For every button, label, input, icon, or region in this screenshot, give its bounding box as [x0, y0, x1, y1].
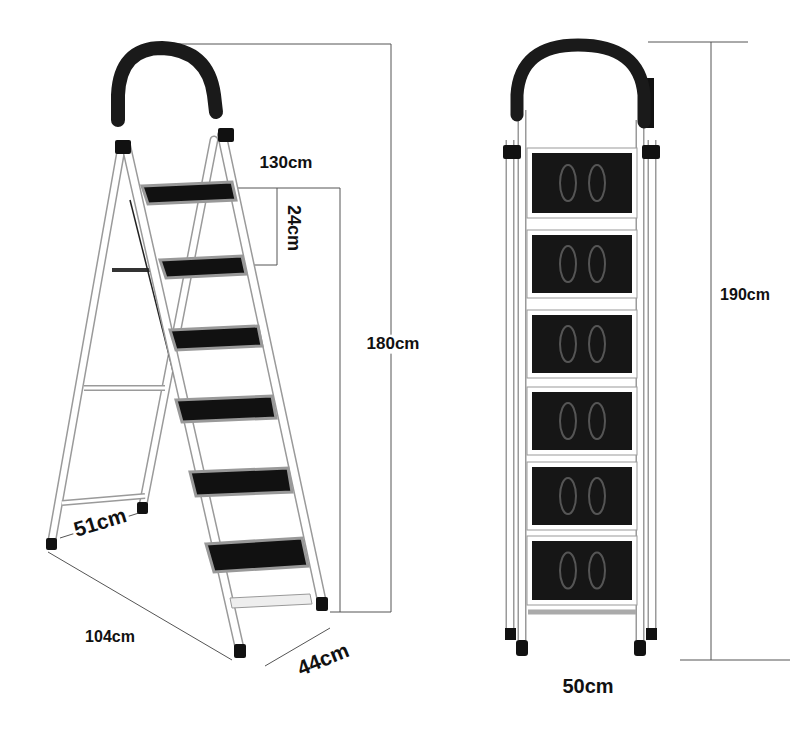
footprint: [560, 403, 576, 439]
footprint: [560, 478, 576, 514]
step-tread: [532, 541, 632, 600]
side-view-ladder: [46, 48, 328, 658]
dimension-label: 180cm: [365, 335, 422, 354]
step-tread: [532, 392, 632, 450]
footprint: [589, 478, 605, 514]
step-frame: [527, 148, 637, 218]
dimension-lines: [48, 42, 790, 666]
dimension-label: 190cm: [718, 286, 772, 304]
footprint: [560, 246, 576, 282]
step-frame: [527, 230, 637, 298]
step-tread: [532, 153, 632, 213]
front-view-ladder: [503, 45, 660, 656]
footprint: [560, 165, 576, 201]
step-frame: [527, 310, 637, 378]
dimension-label: 104cm: [83, 628, 137, 646]
step-tread: [532, 467, 632, 525]
dimension-label: 51cm: [69, 503, 131, 542]
dimension-label: 130cm: [258, 154, 315, 173]
footprint: [560, 553, 576, 589]
dimension-label: 44cm: [292, 637, 354, 680]
dimension-label: 50cm: [560, 675, 615, 697]
footprint: [589, 326, 605, 362]
step-frame: [527, 387, 637, 455]
footprint: [589, 553, 605, 589]
dimension-label: 24cm: [283, 203, 303, 253]
step-frame: [527, 536, 637, 605]
step-tread: [532, 315, 632, 373]
step-frame: [527, 462, 637, 530]
footprint: [589, 246, 605, 282]
footprint: [589, 403, 605, 439]
footprint: [560, 326, 576, 362]
footprint: [589, 165, 605, 201]
step-tread: [532, 235, 632, 293]
